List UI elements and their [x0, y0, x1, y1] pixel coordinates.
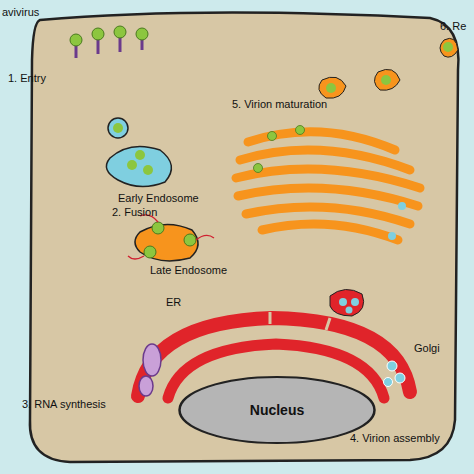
nucleus-shape: Nucleus: [177, 375, 377, 445]
part-label: 1. Entry: [8, 72, 46, 85]
part-label: Early Endosome: [118, 192, 199, 205]
part-label: 3. RNA synthesis: [22, 398, 106, 411]
part-label: avivirus: [2, 6, 39, 19]
part-label: ER: [166, 296, 181, 309]
part-label: Late Endosome: [150, 264, 227, 277]
part-label: 2. Fusion: [112, 206, 157, 219]
part-label: 6. Re: [440, 20, 466, 33]
nucleus-label: Nucleus: [250, 402, 304, 418]
part-label: Golgi: [414, 342, 440, 355]
part-label: 4. Virion assembly: [350, 432, 440, 445]
part-label: 5. Virion maturation: [232, 98, 327, 111]
